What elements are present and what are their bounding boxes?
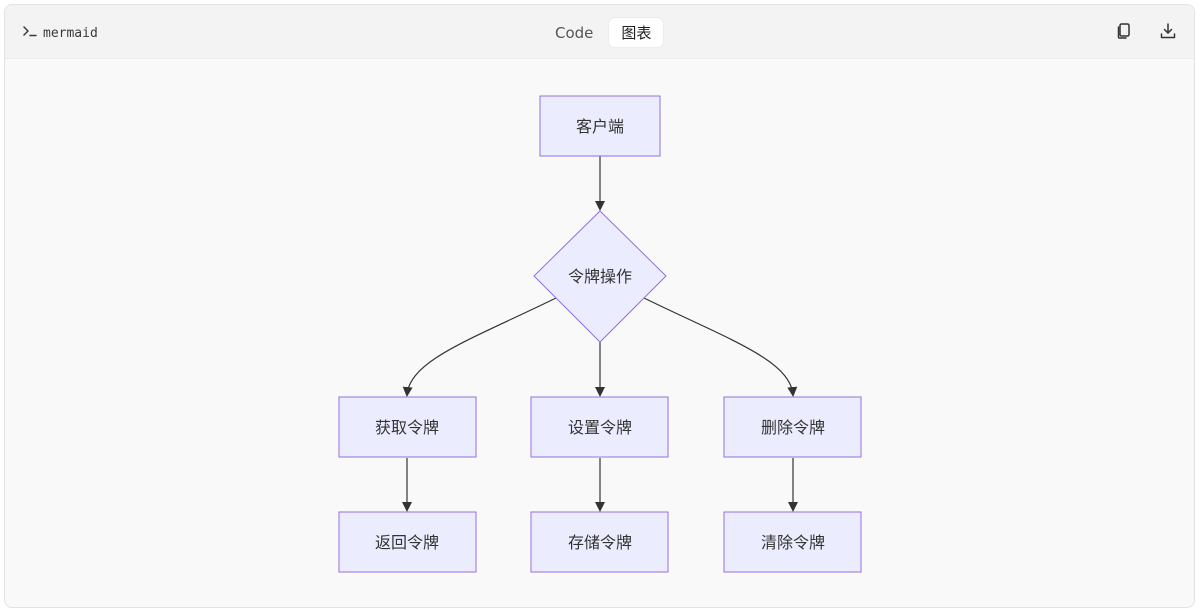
edge-decision-get	[402, 297, 557, 397]
node-client: 客户端	[539, 95, 661, 157]
view-tabs: Code 图表	[543, 17, 664, 48]
terminal-icon	[23, 25, 37, 41]
download-button[interactable]	[1156, 19, 1180, 43]
node-decision-label: 令牌操作	[568, 267, 632, 286]
download-icon	[1160, 23, 1176, 39]
header-actions	[1112, 19, 1180, 43]
node-store: 存储令牌	[530, 511, 669, 573]
node-delete: 删除令牌	[723, 396, 862, 458]
language-label: mermaid	[23, 23, 98, 43]
edges	[402, 156, 798, 512]
copy-icon	[1117, 23, 1130, 39]
node-get-label: 获取令牌	[375, 418, 439, 437]
node-client-label: 客户端	[576, 117, 624, 136]
language-name: mermaid	[43, 25, 98, 41]
node-return: 返回令牌	[338, 511, 477, 573]
node-clear: 清除令牌	[723, 511, 862, 573]
tab-diagram[interactable]: 图表	[609, 18, 664, 47]
copy-button[interactable]	[1112, 19, 1136, 43]
node-store-label: 存储令牌	[568, 533, 632, 552]
edge-decision-delete	[643, 297, 798, 397]
node-delete-label: 删除令牌	[761, 418, 825, 437]
node-return-label: 返回令牌	[375, 533, 439, 552]
code-block-header: mermaid Code 图表	[5, 5, 1194, 59]
node-set: 设置令牌	[530, 396, 669, 458]
node-get: 获取令牌	[338, 396, 477, 458]
node-decision: 令牌操作	[533, 210, 667, 343]
node-clear-label: 清除令牌	[761, 533, 825, 552]
tab-code[interactable]: Code	[555, 23, 594, 42]
node-set-label: 设置令牌	[568, 418, 632, 437]
